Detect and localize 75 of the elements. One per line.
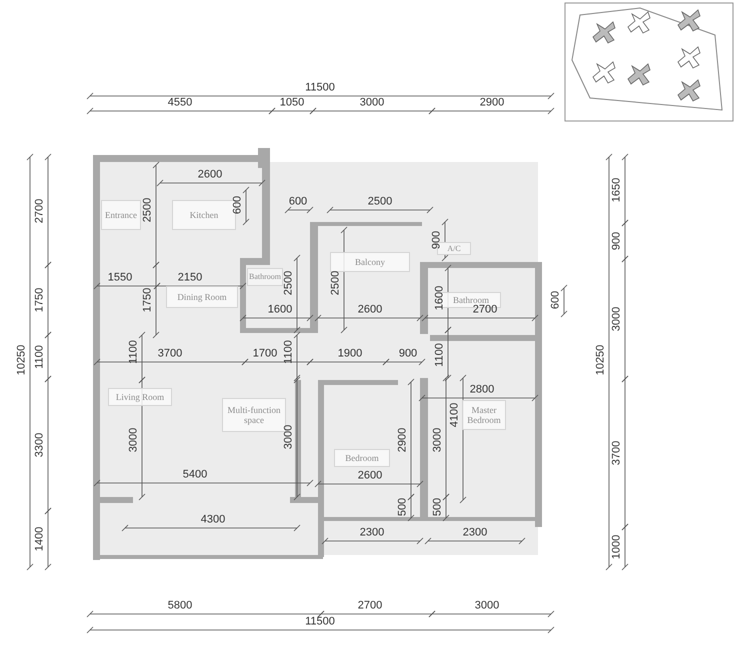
room-area (330, 252, 410, 272)
dimension-label: 600 (288, 196, 308, 208)
dimension-label: 11500 (305, 82, 335, 94)
dimension-label: 1900 (338, 348, 362, 360)
dimension-label: 2150 (178, 272, 202, 284)
dimension-label: 1600 (268, 304, 292, 316)
dimension-label: 2500 (284, 270, 294, 296)
dimension-label: 1750 (142, 288, 154, 312)
room-area (247, 268, 283, 286)
dimension-label: 11500 (305, 616, 335, 628)
dimension-label: 2900 (398, 428, 408, 452)
dimension-label: 2600 (198, 170, 222, 180)
dimension-label: 2300 (462, 528, 488, 538)
dimension-label: 3000 (432, 428, 444, 452)
room-area (108, 388, 172, 406)
dimension-label: 4550 (168, 98, 192, 108)
dimension-label: 10250 (16, 344, 28, 376)
dimension-label: 3700 (612, 440, 622, 466)
room-area (334, 449, 390, 467)
dimension-label: 1100 (434, 343, 446, 367)
dimension-label: 2700 (472, 304, 498, 316)
dimension-label: 1100 (128, 340, 140, 364)
room-label: Living Room (116, 392, 164, 402)
dimension-label: 4300 (200, 514, 226, 526)
dimension-label: 1100 (34, 345, 46, 369)
dimension-label: 600 (550, 290, 562, 310)
dimension-label: 1650 (612, 178, 622, 202)
dimension-label: 3300 (34, 432, 46, 458)
dimension-label: 2500 (142, 198, 154, 222)
dimension-label: 1550 (108, 272, 132, 284)
room-label: Multi-function space (226, 404, 282, 426)
room-label: Balcony (355, 256, 385, 268)
dimension-label: 2700 (358, 600, 382, 612)
room-label: Bathroom (453, 294, 489, 305)
dimension-label: 10250 (596, 344, 606, 376)
dimension-label: 500 (432, 498, 444, 516)
dimension-label: 3000 (284, 424, 294, 450)
room-area (101, 200, 141, 230)
room-label: Bathroom (249, 272, 281, 282)
dimension-label: 2500 (368, 196, 392, 208)
dimension-label: 1600 (434, 286, 446, 310)
dimension-label: 2300 (360, 528, 384, 538)
dimension-label: 2900 (480, 98, 504, 108)
dimension-label: 3000 (128, 428, 140, 452)
dimension-label: 2500 (330, 270, 342, 296)
dimension-label: 1400 (34, 526, 46, 552)
dimension-label: 900 (398, 348, 418, 360)
dimension-label: 3700 (158, 348, 182, 360)
room-label: Dining Room (177, 292, 227, 302)
dimension-label: 3000 (360, 98, 384, 108)
room-area (166, 286, 238, 308)
dimension-label: 1050 (280, 98, 304, 108)
dimension-label: 2600 (358, 470, 382, 482)
dimension-label: 1750 (34, 288, 46, 312)
room-label: Bedroom (345, 452, 379, 464)
dimension-label: 5800 (168, 600, 192, 612)
dimension-label: 5400 (182, 470, 208, 480)
dimension-label: 1100 (284, 340, 294, 364)
dimension-label: 900 (432, 230, 442, 250)
dimension-label: 1000 (612, 534, 622, 560)
dimension-label: 4100 (450, 402, 460, 428)
room-label: Entrance (105, 210, 137, 220)
room-label: Master Bedroom (466, 404, 502, 426)
dimension-label: 1700 (252, 348, 278, 360)
dimension-label: 2600 (358, 304, 382, 316)
dimension-label: 3000 (612, 306, 622, 332)
dimension-label: 2800 (470, 384, 494, 396)
dimension-label: 500 (398, 498, 408, 516)
room-area (462, 400, 506, 430)
dimension-label: 2700 (34, 198, 46, 224)
dimension-label: 900 (612, 232, 622, 250)
room-label: Kitchen (190, 210, 218, 220)
room-label: A/C (447, 244, 461, 254)
dimension-label: 600 (232, 196, 244, 214)
dimension-label: 3000 (474, 600, 500, 612)
